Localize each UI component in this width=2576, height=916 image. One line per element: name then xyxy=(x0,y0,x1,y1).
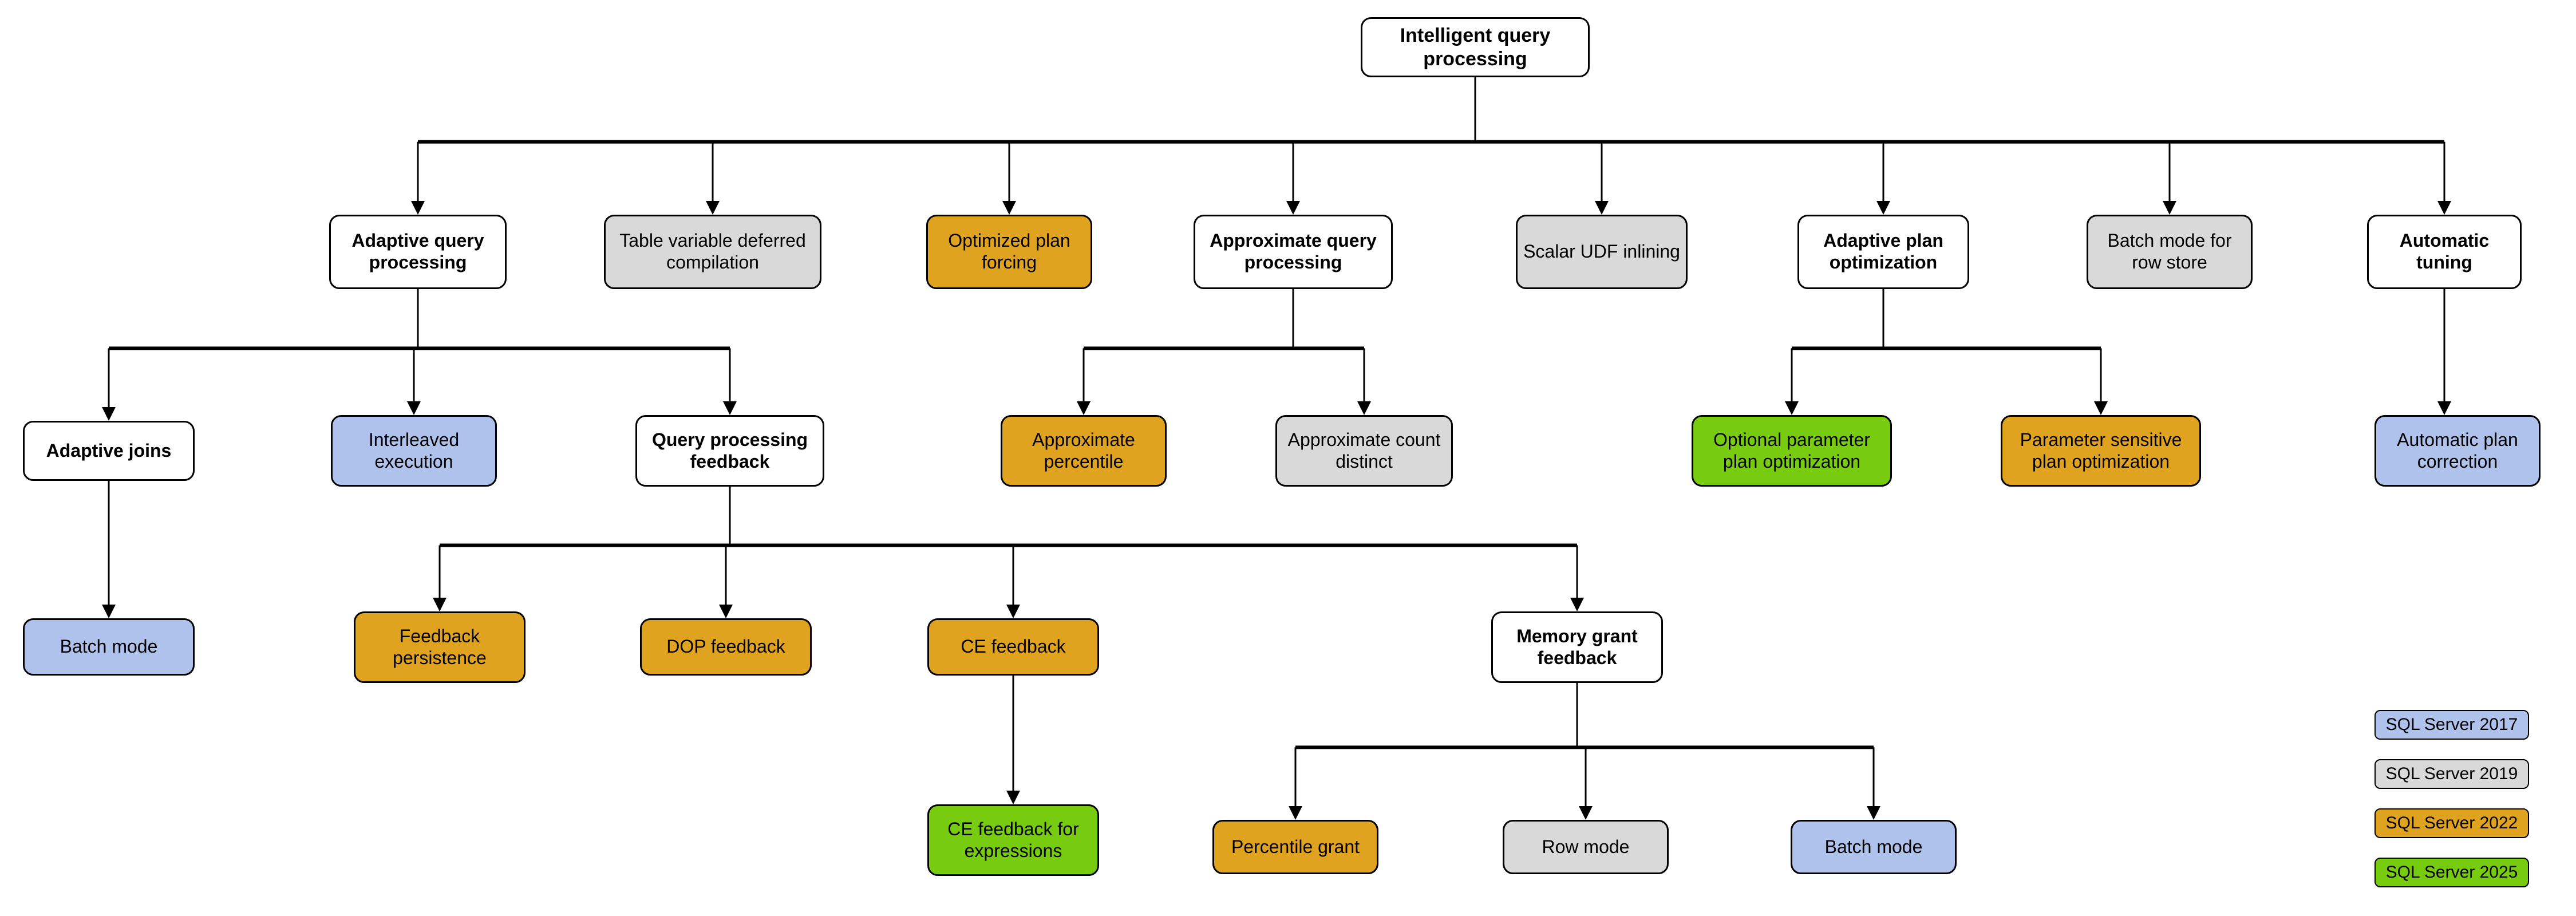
node-label: Table variable deferred compilation xyxy=(619,230,806,273)
node-label: Automatic tuning xyxy=(2399,230,2490,273)
node-label: Optimized plan forcing xyxy=(948,230,1070,273)
node-label: Interleaved execution xyxy=(368,429,460,472)
legend-label: SQL Server 2019 xyxy=(2385,764,2518,783)
node-label: Optional parameter plan optimization xyxy=(1713,429,1870,472)
node-mgf[interactable]: Memory grant feedback xyxy=(1491,611,1663,683)
node-label: Automatic plan correction xyxy=(2397,429,2518,472)
node-label: CE feedback xyxy=(961,636,1066,657)
node-tvdc[interactable]: Table variable deferred compilation xyxy=(604,215,821,289)
node-apo[interactable]: Adaptive plan optimization xyxy=(1797,215,1969,289)
node-bmrs[interactable]: Batch mode for row store xyxy=(2087,215,2253,289)
node-bm2[interactable]: Batch mode xyxy=(1791,820,1957,874)
node-label: Memory grant feedback xyxy=(1516,625,1638,668)
node-label: Intelligent query processing xyxy=(1400,25,1551,70)
node-label: Query processing feedback xyxy=(651,429,808,472)
node-acd[interactable]: Approximate count distinct xyxy=(1275,415,1453,487)
node-apq[interactable]: Approximate query processing xyxy=(1194,215,1393,289)
node-label: Approximate query processing xyxy=(1210,230,1377,273)
node-rm[interactable]: Row mode xyxy=(1503,820,1669,874)
node-aj[interactable]: Adaptive joins xyxy=(23,421,195,481)
node-label: Row mode xyxy=(1542,836,1630,857)
node-ce[interactable]: CE feedback xyxy=(927,618,1099,676)
node-root[interactable]: Intelligent query processing xyxy=(1361,17,1590,77)
node-label: Scalar UDF inlining xyxy=(1523,241,1680,262)
legend-item-sql-server-2019: SQL Server 2019 xyxy=(2374,759,2529,789)
node-label: Parameter sensitive plan optimization xyxy=(2020,429,2182,472)
node-oppo[interactable]: Optional parameter plan optimization xyxy=(1692,415,1892,487)
legend-label: SQL Server 2022 xyxy=(2385,814,2518,832)
node-bm1[interactable]: Batch mode xyxy=(23,618,195,676)
node-label: Feedback persistence xyxy=(393,625,487,668)
node-label: Batch mode xyxy=(1824,836,1923,857)
legend-item-sql-server-2022: SQL Server 2022 xyxy=(2374,808,2529,838)
node-label: Percentile grant xyxy=(1231,836,1360,857)
legend-label: SQL Server 2025 xyxy=(2385,863,2518,882)
node-ap[interactable]: Approximate percentile xyxy=(1001,415,1167,487)
node-pspo[interactable]: Parameter sensitive plan optimization xyxy=(2001,415,2201,487)
legend-label: SQL Server 2017 xyxy=(2385,715,2518,734)
node-apc[interactable]: Automatic plan correction xyxy=(2374,415,2541,487)
node-pg[interactable]: Percentile grant xyxy=(1212,820,1378,874)
node-label: CE feedback for expressions xyxy=(947,818,1079,861)
node-label: Adaptive plan optimization xyxy=(1823,230,1943,273)
node-fp[interactable]: Feedback persistence xyxy=(354,611,526,683)
node-label: Batch mode xyxy=(60,636,158,657)
node-label: Batch mode for row store xyxy=(2107,230,2232,273)
node-label: Adaptive query processing xyxy=(351,230,484,273)
node-ie[interactable]: Interleaved execution xyxy=(331,415,497,487)
legend-item-sql-server-2025: SQL Server 2025 xyxy=(2374,858,2529,887)
node-cefe[interactable]: CE feedback for expressions xyxy=(927,804,1099,876)
legend-item-sql-server-2017: SQL Server 2017 xyxy=(2374,710,2529,740)
node-opf[interactable]: Optimized plan forcing xyxy=(926,215,1092,289)
node-udf[interactable]: Scalar UDF inlining xyxy=(1516,215,1688,289)
node-label: Approximate count distinct xyxy=(1287,429,1441,472)
node-label: DOP feedback xyxy=(666,636,785,657)
node-label: Adaptive joins xyxy=(46,440,172,461)
node-autotune[interactable]: Automatic tuning xyxy=(2367,215,2522,289)
node-aqp[interactable]: Adaptive query processing xyxy=(329,215,507,289)
node-label: Approximate percentile xyxy=(1032,429,1135,472)
node-qpf[interactable]: Query processing feedback xyxy=(635,415,824,487)
node-dop[interactable]: DOP feedback xyxy=(640,618,812,676)
